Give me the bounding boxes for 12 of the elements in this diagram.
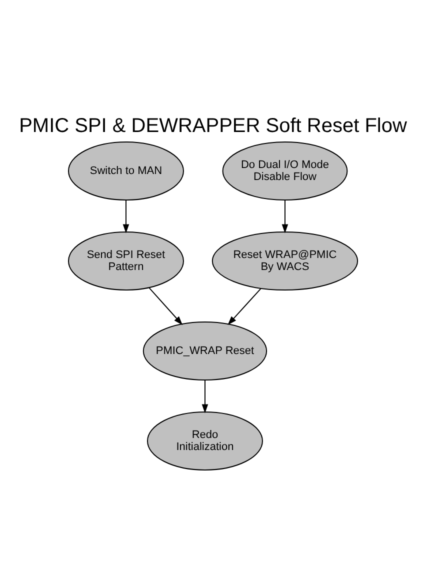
node-ellipse: Reset WRAP@PMIC By WACS (212, 232, 358, 290)
arrow (148, 287, 183, 326)
arrow (202, 380, 208, 414)
arrow (228, 288, 262, 326)
node-ellipse: Send SPI Reset Pattern (68, 232, 184, 290)
diagram-title: PMIC SPI & DEWRAPPER Soft Reset Flow (19, 115, 407, 137)
node-ellipse: Switch to MAN (68, 142, 184, 200)
arrow (122, 200, 130, 234)
node-ellipse: Do Dual I/O Mode Disable Flow (222, 142, 348, 200)
node-ellipse: PMIC_WRAP Reset (142, 322, 268, 380)
arrow (282, 200, 288, 234)
node-ellipse: Redo Initialization (146, 412, 263, 470)
